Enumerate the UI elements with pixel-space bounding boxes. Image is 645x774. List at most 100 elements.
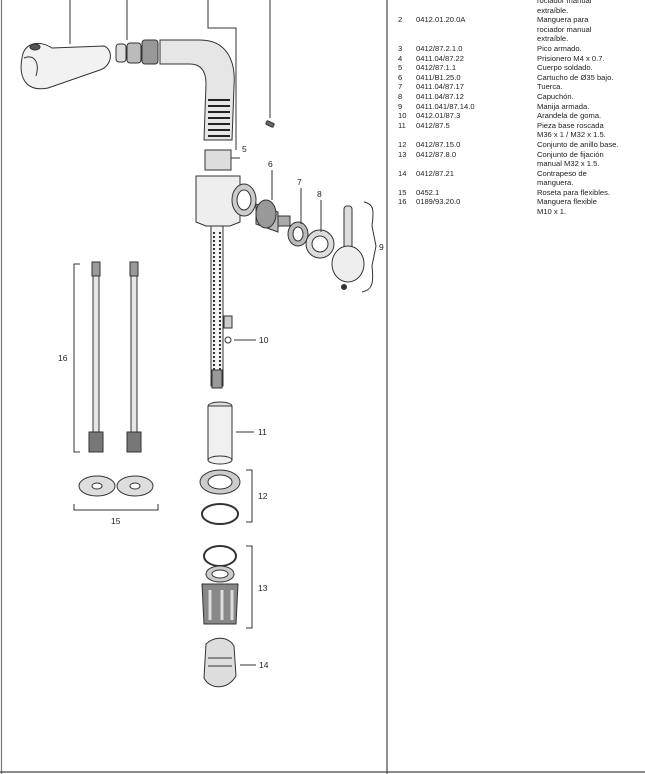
- part-code: 0411.04/87.17: [416, 82, 464, 92]
- part-number: 4: [398, 53, 403, 63]
- part-description: Manija armada.: [537, 102, 643, 112]
- bracket-13: [246, 545, 253, 629]
- part-description: Pico armado.: [537, 44, 643, 54]
- hose-connector: [115, 39, 159, 65]
- part-description-line: Conjunto de anillo base.: [537, 139, 619, 149]
- part-number: 12: [398, 139, 407, 149]
- part-code: [416, 0, 537, 15]
- callout-5: 5: [242, 144, 247, 154]
- rosette-right: [116, 475, 154, 497]
- part-code: 0412.01/87.3: [416, 111, 461, 121]
- part-code: 0189/93.20.0: [416, 197, 461, 207]
- part-number: 2: [398, 15, 403, 25]
- flexible-hose-right: [126, 261, 142, 453]
- part-code: 0412/87.2.1.0: [416, 43, 463, 53]
- part-description-line: Cartucho de Ø35 bajo.: [537, 72, 614, 82]
- part-code: 0411.041/87.14.0: [416, 101, 475, 111]
- part-description-line: Capuchón.: [537, 91, 574, 101]
- rosette-left: [78, 475, 116, 497]
- part-code: 0412/87.8.0: [416, 149, 457, 159]
- part-description-line: Contrapeso de: [537, 168, 587, 178]
- cartridge: [255, 199, 291, 233]
- part-code: 0412/87.5: [416, 120, 450, 130]
- part-description-line: extraíble.: [537, 34, 569, 44]
- part-description: Cuerpo soldado.: [537, 63, 643, 73]
- part-description-line: Cuerpo soldado.: [537, 63, 593, 73]
- part-description-line: M10 x 1.: [537, 207, 567, 217]
- parts-list-row: 4 0411.04/87.22 Prisionero M4 x 0.7.: [398, 54, 643, 64]
- callout-11: 11: [258, 427, 267, 437]
- part-description-line: Pico armado.: [537, 43, 582, 53]
- part-description-line: Manguera flexible: [537, 197, 597, 207]
- inner-hose: [210, 225, 233, 389]
- part-description-line: Manija armada.: [537, 101, 590, 111]
- part-number: 9: [398, 101, 403, 111]
- handle: [331, 205, 365, 290]
- part-description-line: manguera.: [537, 178, 574, 188]
- part-number: 6: [398, 72, 403, 82]
- leader-3: [207, 0, 237, 150]
- part-code: 0411.04/87.12: [416, 91, 464, 101]
- part-code: 0452.1: [416, 187, 440, 197]
- cap: [305, 229, 335, 259]
- callout-7: 7: [297, 177, 302, 187]
- rubber-washer: [224, 336, 232, 344]
- part-number: 7: [398, 82, 403, 92]
- parts-list-row: 12 0412/87.15.0 Conjunto de anillo base.: [398, 140, 643, 150]
- part-description: Conjunto de anillo base.: [537, 140, 643, 150]
- bracket-16: [73, 263, 80, 453]
- set-screw: [265, 120, 275, 128]
- part-description-line: Roseta para flexibles.: [537, 187, 611, 197]
- part-description-line: rociador manual: [537, 0, 592, 5]
- part-description-line: Prisionero M4 x 0.7.: [537, 53, 605, 63]
- part-description-line: extraíble.: [537, 5, 569, 15]
- part-description: Prisionero M4 x 0.7.: [537, 54, 643, 64]
- part-description-line: Arandela de goma.: [537, 111, 602, 121]
- callout-15: 15: [111, 516, 121, 526]
- callout-6: 6: [268, 159, 273, 169]
- callout-16: 16: [58, 353, 68, 363]
- part-description-line: manual M32 x 1.5.: [537, 159, 600, 169]
- part-description: Cartucho de Ø35 bajo.: [537, 73, 643, 83]
- part-description: Roseta para flexibles.: [537, 188, 643, 198]
- part-number: 8: [398, 91, 403, 101]
- fixing-assembly: [201, 545, 239, 625]
- part-description: Tuerca.: [537, 82, 643, 92]
- callout-10: 10: [259, 335, 269, 345]
- nut: [287, 221, 309, 247]
- part-description: Capuchón.: [537, 92, 643, 102]
- threaded-base: [207, 401, 233, 465]
- part-code: 0412/87.1.1: [416, 63, 457, 73]
- part-number: [398, 0, 416, 15]
- parts-list-row: 5 0412/87.1.1 Cuerpo soldado.: [398, 63, 643, 73]
- part-number: 13: [398, 149, 407, 159]
- part-code: 0412.01.20.0A: [416, 15, 466, 25]
- part-number: 5: [398, 63, 403, 73]
- part-number: 11: [398, 120, 406, 130]
- part-code: 0411.04/87.22: [416, 53, 464, 63]
- callout-9: 9: [379, 242, 384, 252]
- callout-12: 12: [258, 491, 268, 501]
- callout-14: 14: [259, 660, 269, 670]
- bracket-12: [246, 469, 253, 523]
- part-code: 0412/87.15.0: [416, 139, 461, 149]
- parts-list-row: 9 0411.041/87.14.0 Manija armada.: [398, 102, 643, 112]
- part-description-line: M36 x 1 / M32 x 1.5.: [537, 130, 606, 140]
- part-description-line: Conjunto de fijación: [537, 149, 604, 159]
- hand-spray: [20, 42, 111, 90]
